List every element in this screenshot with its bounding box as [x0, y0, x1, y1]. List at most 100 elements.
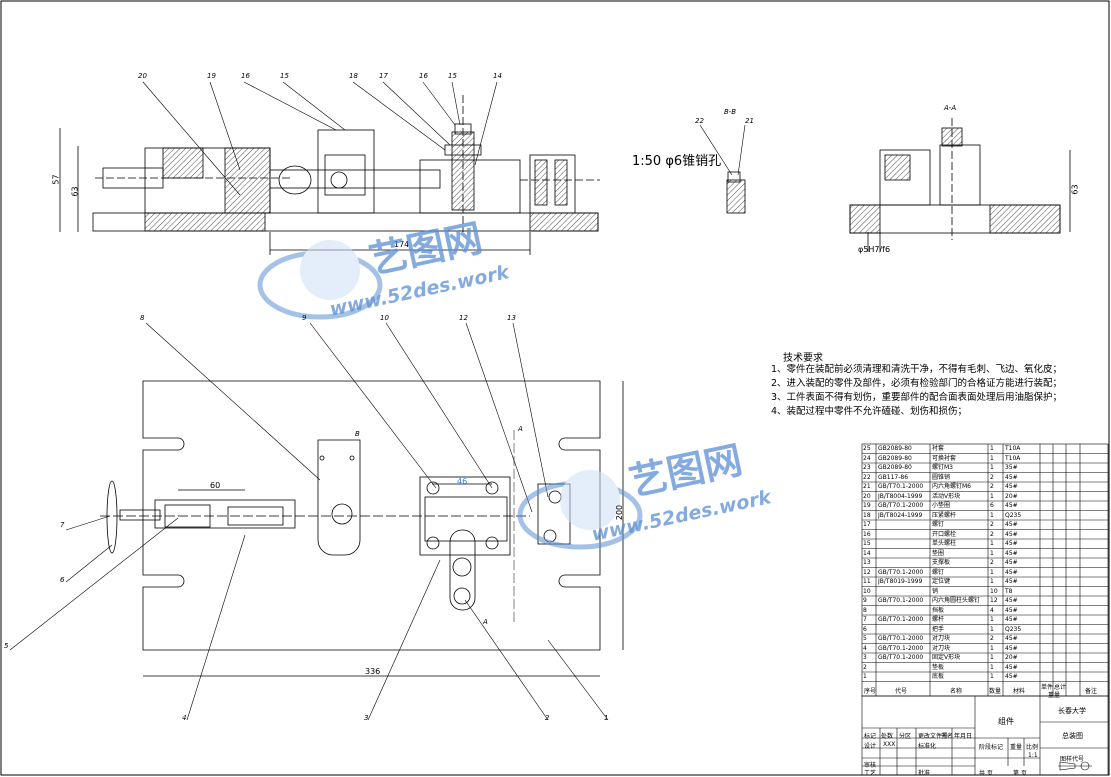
bom-cell-num: 12	[863, 568, 871, 576]
bom-cell-num: 25	[863, 445, 871, 452]
part-label: 17	[379, 72, 388, 80]
bom-cell-num: 11	[863, 578, 871, 585]
bom-cell-qty: 10	[990, 587, 998, 595]
bom-cell-mat: 45#	[1005, 530, 1018, 538]
title-mark-label: 标记	[864, 733, 877, 740]
bom-cell-mat: 45#	[1005, 549, 1018, 557]
bom-cell-qty: 12	[990, 597, 998, 604]
watermark-globe-icon	[257, 240, 643, 550]
bom-cell-num: 4	[863, 644, 867, 652]
dimension-63: 63	[70, 186, 80, 197]
bom-cell-num: 5	[863, 635, 867, 642]
title-stage-label: 阶段标记	[979, 744, 1004, 751]
title-std-label: 标准化	[918, 743, 937, 750]
bom-cell-qty: 2	[990, 530, 994, 538]
bom-cell-qty: 2	[990, 521, 994, 528]
bom-cell-num: 24	[863, 454, 871, 462]
tech-req-line: 3、工件表面不得有划伤，重要部件的配合面表面处理后用油脂保护；	[771, 392, 1063, 403]
bom-cell-num: 17	[863, 521, 871, 528]
section-mark: B	[355, 430, 360, 438]
bom-cell-qty: 1	[990, 464, 994, 471]
part-label: 15	[280, 72, 289, 80]
bom-header-total: 总计	[1054, 684, 1067, 691]
bom-cell-name: 衬套	[932, 445, 945, 452]
bom-cell-qty: 1	[990, 445, 994, 452]
title-date-label: 年月日	[954, 733, 973, 740]
bom-cell-mat: 45#	[1005, 540, 1018, 547]
title-weight-label: 重量	[1010, 744, 1023, 751]
bom-cell-num: 10	[863, 587, 871, 595]
bom-cell-num: 1	[863, 673, 867, 680]
bom-cell-mat: 45#	[1005, 568, 1018, 576]
bom-cell-code: GB/T70.1-2000	[878, 644, 924, 652]
title-sheets: 共 页	[979, 770, 993, 777]
bom-cell-qty: 1	[990, 654, 994, 661]
bom-cell-num: 6	[863, 625, 867, 633]
title-process-label: 工艺	[864, 770, 877, 777]
section-mark: A	[518, 425, 523, 433]
bom-cell-mat: 45#	[1005, 578, 1018, 585]
bom-cell-qty: 1	[990, 511, 994, 519]
part-label: 13	[507, 314, 516, 322]
bom-cell-code: GB/T70.1-2000	[878, 635, 924, 642]
title-block-grid	[861, 695, 1109, 776]
bom-cell-num: 3	[863, 654, 867, 661]
bom-cell-name: 对刀块	[932, 635, 951, 642]
bom-cell-code: GB/T70.1-2000	[878, 616, 924, 623]
bom-cell-code: GB/T70.1-2000	[878, 597, 924, 604]
bom-cell-qty: 2	[990, 473, 994, 481]
title-school: 长春大学	[1058, 707, 1086, 715]
part-label: 5	[4, 642, 9, 650]
bom-cell-mat: 45#	[1005, 606, 1018, 614]
part-label: 4	[182, 714, 187, 722]
title-check-label: 审核	[864, 762, 877, 769]
bom-cell-num: 15	[863, 540, 871, 547]
bom-cell-code: GB2089-80	[878, 445, 912, 452]
tech-req-line: 1、零件在装配前必须清理和清洗干净，不得有毛刺、飞边、氧化皮；	[771, 364, 1063, 375]
bom-header-no: 序号	[864, 688, 877, 695]
bom-cell-mat: 45#	[1005, 597, 1018, 604]
bom-cell-num: 2	[863, 663, 867, 671]
bom-cell-mat: 45#	[1005, 644, 1018, 652]
bom-cell-mat: Q235	[1005, 625, 1022, 633]
bom-cell-name: 螺杆	[932, 616, 945, 623]
taper-pin-note: 1:50 φ6锥销孔	[632, 154, 722, 169]
bom-cell-mat: 45#	[1005, 502, 1018, 509]
bom-cell-name: 把手	[932, 625, 945, 633]
plan-leaders	[9, 322, 609, 721]
bom-cell-code: GB/T70.1-2000	[878, 654, 924, 661]
bom-cell-qty: 4	[990, 606, 994, 614]
bom-cell-name: 活动V形块	[932, 492, 961, 500]
bom-cell-mat: 45#	[1005, 635, 1018, 642]
bom-cell-mat: 45#	[1005, 673, 1018, 680]
part-label: 6	[60, 576, 65, 584]
bom-cell-name: 底板	[932, 673, 945, 680]
bom-cell-num: 9	[863, 597, 867, 604]
bom-cell-name: 螺钉	[932, 568, 945, 576]
bom-cell-code: GB/T70.1-2000	[878, 568, 924, 576]
bom-cell-num: 18	[863, 511, 871, 519]
bom-cell-code: GB2089-80	[878, 464, 912, 471]
bom-cell-qty: 1	[990, 540, 994, 547]
part-label: 18	[349, 72, 358, 80]
title-assembly: 组件	[998, 717, 1014, 726]
bom-cell-qty: 1	[990, 625, 994, 633]
bom-cell-num: 8	[863, 606, 867, 614]
bom-cell-code: JB/T8024-1999	[878, 511, 923, 519]
bom-cell-mat: 45#	[1005, 473, 1018, 481]
bom-cell-name: 可换衬套	[932, 454, 957, 462]
bom-cell-mat: 20#	[1005, 492, 1018, 500]
bom-cell-name: 螺钉M3	[932, 464, 953, 471]
title-zone-label: 分区	[899, 733, 912, 740]
bom-cell-mat: 20#	[1005, 654, 1018, 661]
title-sign-label: 签名	[941, 733, 954, 740]
fit-note: φ5H7/f6	[858, 245, 891, 254]
